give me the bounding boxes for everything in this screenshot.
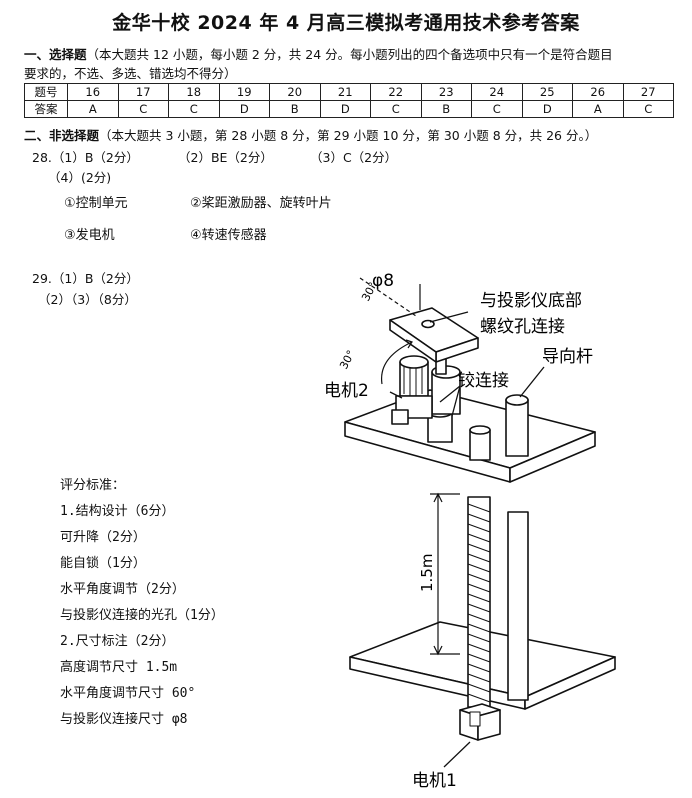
q28-answer-2: （2）BE（2分） xyxy=(178,150,273,165)
table-row-numbers: 题号 16 17 18 19 20 21 22 23 24 25 26 27 xyxy=(24,83,674,101)
table-cell: A xyxy=(67,100,119,118)
section1-desc-line1: （本大题共 12 小题，每小题 2 分，共 24 分。每小题列出的四个备选项中只… xyxy=(86,47,613,62)
short-post xyxy=(469,425,491,461)
row-label-answer: 答案 xyxy=(24,100,68,118)
motor-2 xyxy=(391,355,433,425)
criteria-line: 高度调节尺寸 1.5m xyxy=(60,660,178,675)
table-cell: C xyxy=(622,100,674,118)
section1-line1: 一、选择题（本大题共 12 小题，每小题 2 分，共 24 分。每小题列出的四个… xyxy=(24,44,613,63)
table-row-answers: 答案 A C C D B D C B C D A C xyxy=(24,100,674,118)
table-cell: 24 xyxy=(471,83,523,101)
table-cell: 22 xyxy=(370,83,422,101)
q28-answer-1: 28.（1）B（2分） xyxy=(32,150,139,165)
label-connection-line1: 与投影仪底部 xyxy=(480,291,582,311)
table-cell: C xyxy=(471,100,523,118)
leader-lines xyxy=(389,311,545,768)
table-cell: C xyxy=(117,100,169,118)
criteria-line: 水平角度调节（2分） xyxy=(60,582,185,597)
criteria-line: 与投影仪连接的光孔（1分） xyxy=(60,608,224,623)
guide-rod-upper xyxy=(505,394,529,457)
guide-rod-lower xyxy=(507,511,529,701)
label-angle-side: 30° xyxy=(337,348,358,371)
table-cell: D xyxy=(218,100,270,118)
table-cell: B xyxy=(420,100,472,118)
criteria-line: 能自锁（1分） xyxy=(60,556,146,571)
label-hinge: 铰连接 xyxy=(458,371,509,391)
label-motor-1: 电机1 xyxy=(412,771,457,791)
criteria-line: 水平角度调节尺寸 60° xyxy=(60,686,196,701)
section2-heading: 二、非选择题 xyxy=(24,128,100,143)
table-cell: B xyxy=(269,100,321,118)
table-cell: 18 xyxy=(168,83,220,101)
section1-desc-line2: 要求的，不选、多选、错选均不得分） xyxy=(24,66,237,81)
section2-line: 二、非选择题（本大题共 3 小题，第 28 小题 8 分，第 29 小题 10 … xyxy=(24,125,597,144)
table-cell: 21 xyxy=(319,83,371,101)
section2-desc: （本大题共 3 小题，第 28 小题 8 分，第 29 小题 10 分，第 30… xyxy=(99,128,598,143)
criteria-line: 与投影仪连接尺寸 φ8 xyxy=(60,712,188,727)
q28-answer-3: （3）C（2分） xyxy=(310,150,398,165)
table-cell: 17 xyxy=(117,83,169,101)
label-guide-rod: 导向杆 xyxy=(542,347,593,367)
row-label-number: 题号 xyxy=(24,83,68,101)
q28-item-4: ④转速传感器 xyxy=(190,228,267,243)
motor-1 xyxy=(459,703,501,741)
criteria-line: 2.尺寸标注（2分） xyxy=(60,634,175,649)
section1-heading: 一、选择题 xyxy=(24,47,87,62)
q29-answer-2: （2）（3）（8分） xyxy=(38,292,137,307)
table-cell: 25 xyxy=(521,83,573,101)
table-cell: D xyxy=(521,100,573,118)
q28-answer-4: （4）(2分) xyxy=(48,170,112,185)
q28-item-2: ②桨距激励器、旋转叶片 xyxy=(190,196,332,211)
top-bracket xyxy=(389,307,479,363)
table-cell: C xyxy=(168,100,220,118)
criteria-line: 可升降（2分） xyxy=(60,530,146,545)
q28-item-1: ①控制单元 xyxy=(64,196,128,211)
table-cell: 20 xyxy=(269,83,321,101)
table-cell: 27 xyxy=(622,83,674,101)
table-cell: A xyxy=(572,100,624,118)
table-cell: D xyxy=(319,100,371,118)
answer-table: 题号 16 17 18 19 20 21 22 23 24 25 26 27 答… xyxy=(24,83,674,118)
label-connection-line2: 螺纹孔连接 xyxy=(480,317,565,337)
q28-item-3: ③发电机 xyxy=(64,228,115,243)
label-motor-2: 电机2 xyxy=(324,381,369,401)
q29-answer-1: 29.（1）B（2分） xyxy=(32,271,139,286)
label-phi8: φ8 xyxy=(372,271,394,291)
table-cell: 26 xyxy=(572,83,624,101)
lead-screw xyxy=(467,496,491,708)
table-cell: 23 xyxy=(420,83,472,101)
table-cell: 16 xyxy=(67,83,119,101)
criteria-heading: 评分标准： xyxy=(60,478,126,493)
lift-stand-drawing: φ8 与投影仪底部 螺纹孔连接 导向杆 铰连接 电机2 30° 30° 1.5m… xyxy=(324,271,616,791)
label-height: 1.5m xyxy=(418,554,436,592)
dimension-lines xyxy=(359,277,460,656)
table-cell: 19 xyxy=(218,83,270,101)
criteria-line: 1.结构设计（6分） xyxy=(60,504,175,519)
page-title: 金华十校 2024 年 4 月高三模拟考通用技术参考答案 xyxy=(112,12,580,34)
table-cell: C xyxy=(370,100,422,118)
